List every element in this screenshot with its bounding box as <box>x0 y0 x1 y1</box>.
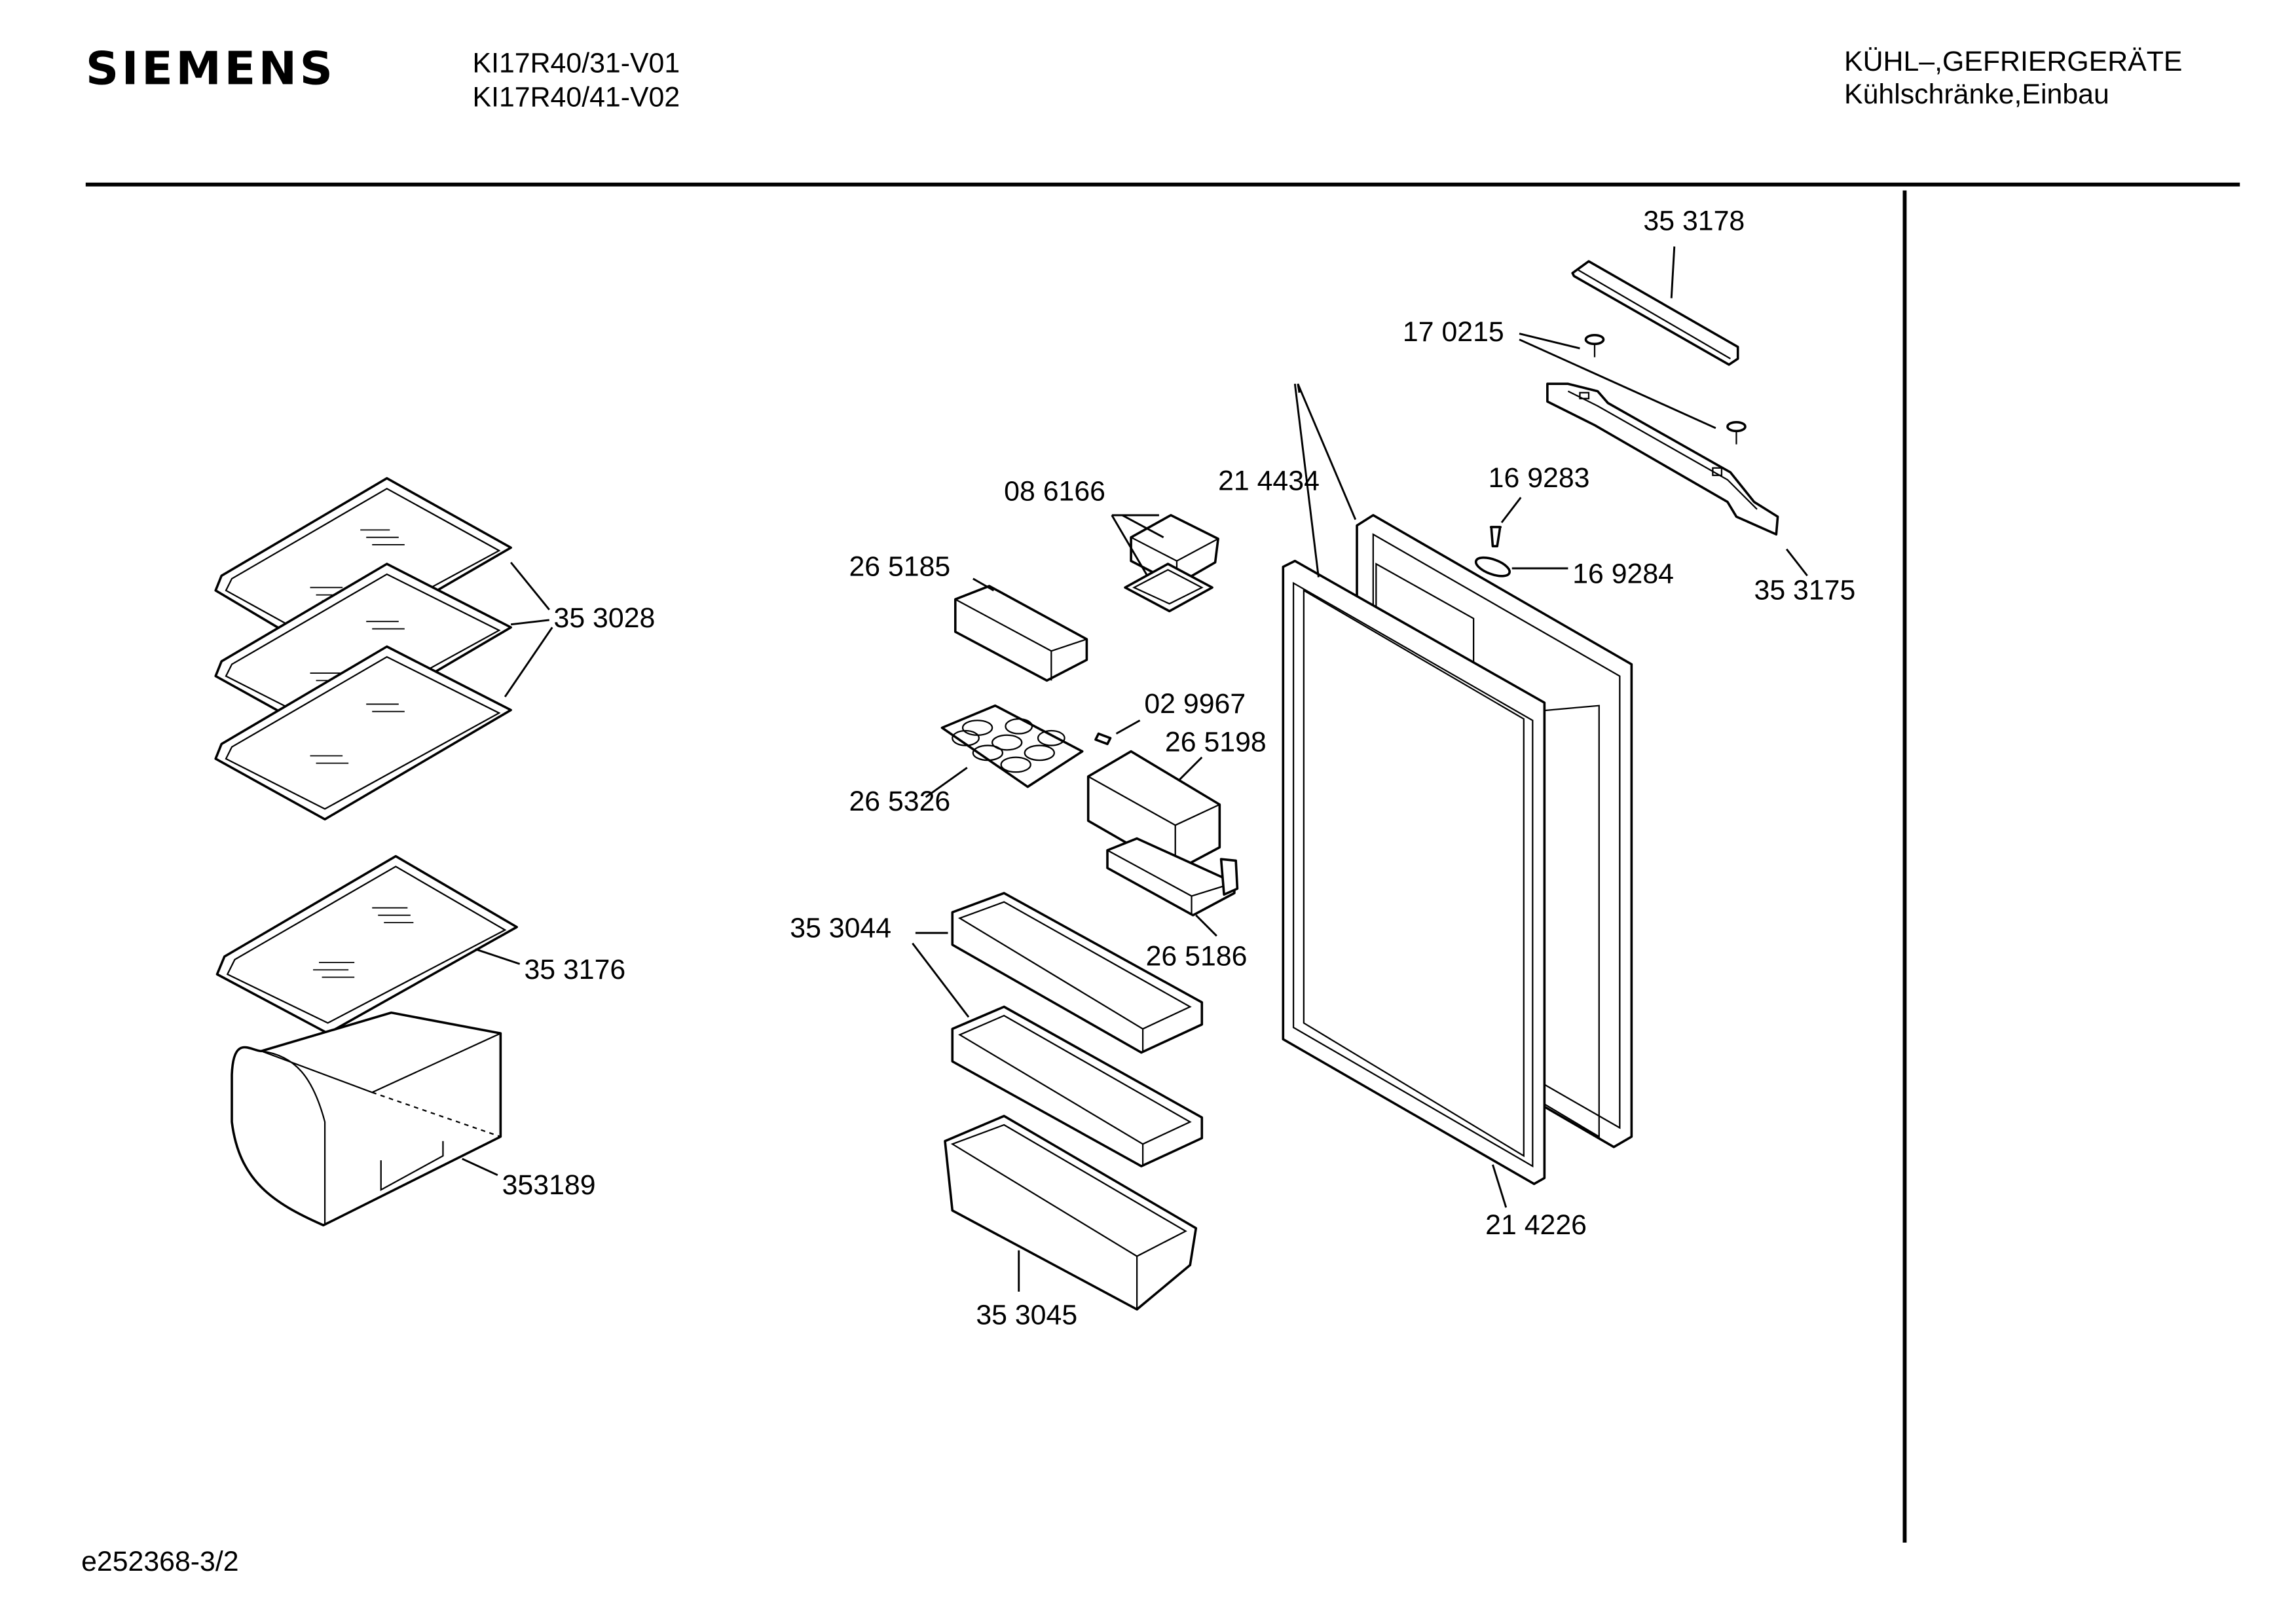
label-353028: 35 3028 <box>554 602 656 634</box>
bottle-shelf <box>944 1114 1198 1311</box>
leader-086166 <box>1111 514 1164 577</box>
door-seal-gasket <box>1282 559 1546 1185</box>
door-screw-169283 <box>1489 526 1502 547</box>
leader-353044 <box>912 932 970 1018</box>
label-265198: 26 5198 <box>1165 727 1267 758</box>
leader-353028-b <box>510 619 549 626</box>
screw-029967 <box>1094 732 1112 746</box>
door-shelf-1 <box>951 892 1204 1054</box>
leader-353028-c <box>504 627 553 697</box>
door-cap-169284 <box>1474 556 1511 577</box>
leader-353189 <box>462 1158 498 1176</box>
label-170215: 17 0215 <box>1403 316 1504 348</box>
leader-214434 <box>1293 383 1357 577</box>
leader-265186 <box>1195 914 1217 937</box>
leader-353178 <box>1670 246 1676 299</box>
egg-tray <box>940 704 1084 788</box>
door-shelf-2 <box>951 1005 1204 1167</box>
label-214226: 21 4226 <box>1485 1209 1587 1241</box>
label-353045: 35 3045 <box>976 1299 1077 1330</box>
label-214434: 21 4434 <box>1218 466 1320 497</box>
leader-353175 <box>1785 548 1808 577</box>
hinge-bracket-353175 <box>1546 382 1779 536</box>
label-265186: 26 5186 <box>1146 940 1248 972</box>
leader-353176 <box>475 948 521 965</box>
leader-029967 <box>1115 719 1141 735</box>
document-id: e252368-3/2 <box>81 1546 239 1577</box>
glass-shelf-lower <box>215 854 518 1035</box>
category-title: KÜHL–,GEFRIERGERÄTE <box>1844 46 2182 77</box>
leader-170215 <box>1519 333 1716 430</box>
brand-logo: SIEMENS <box>86 43 336 96</box>
leader-353028-a <box>510 562 550 611</box>
glass-shelf-3 <box>214 645 512 821</box>
label-265326: 26 5326 <box>849 786 950 817</box>
label-265185: 26 5185 <box>849 551 950 582</box>
label-353189: 353189 <box>502 1169 596 1201</box>
leader-265198 <box>1179 756 1203 780</box>
vegetable-drawer <box>231 1011 502 1227</box>
screws-170215 <box>1584 333 1747 445</box>
label-086166: 08 6166 <box>1004 475 1105 507</box>
door-bin-tray <box>1106 837 1239 917</box>
leader-265185 <box>972 577 995 592</box>
leader-265326 <box>925 767 968 798</box>
label-353178: 35 3178 <box>1643 206 1745 237</box>
leader-169283 <box>1500 496 1522 524</box>
label-353176: 35 3176 <box>524 954 625 985</box>
leader-214226 <box>1492 1164 1508 1208</box>
category-subtitle: Kühlschränke,Einbau <box>1844 79 2109 110</box>
label-029967: 02 9967 <box>1144 688 1246 720</box>
label-353044: 35 3044 <box>790 913 891 944</box>
model-number-2: KI17R40/41-V02 <box>473 81 680 113</box>
label-169283: 16 9283 <box>1489 462 1590 494</box>
small-door-bin <box>954 585 1088 682</box>
label-169284: 16 9284 <box>1572 559 1674 590</box>
hinge-cover-353178 <box>1571 260 1739 366</box>
label-353175: 35 3175 <box>1754 574 1856 606</box>
model-number-1: KI17R40/31-V01 <box>473 47 680 79</box>
